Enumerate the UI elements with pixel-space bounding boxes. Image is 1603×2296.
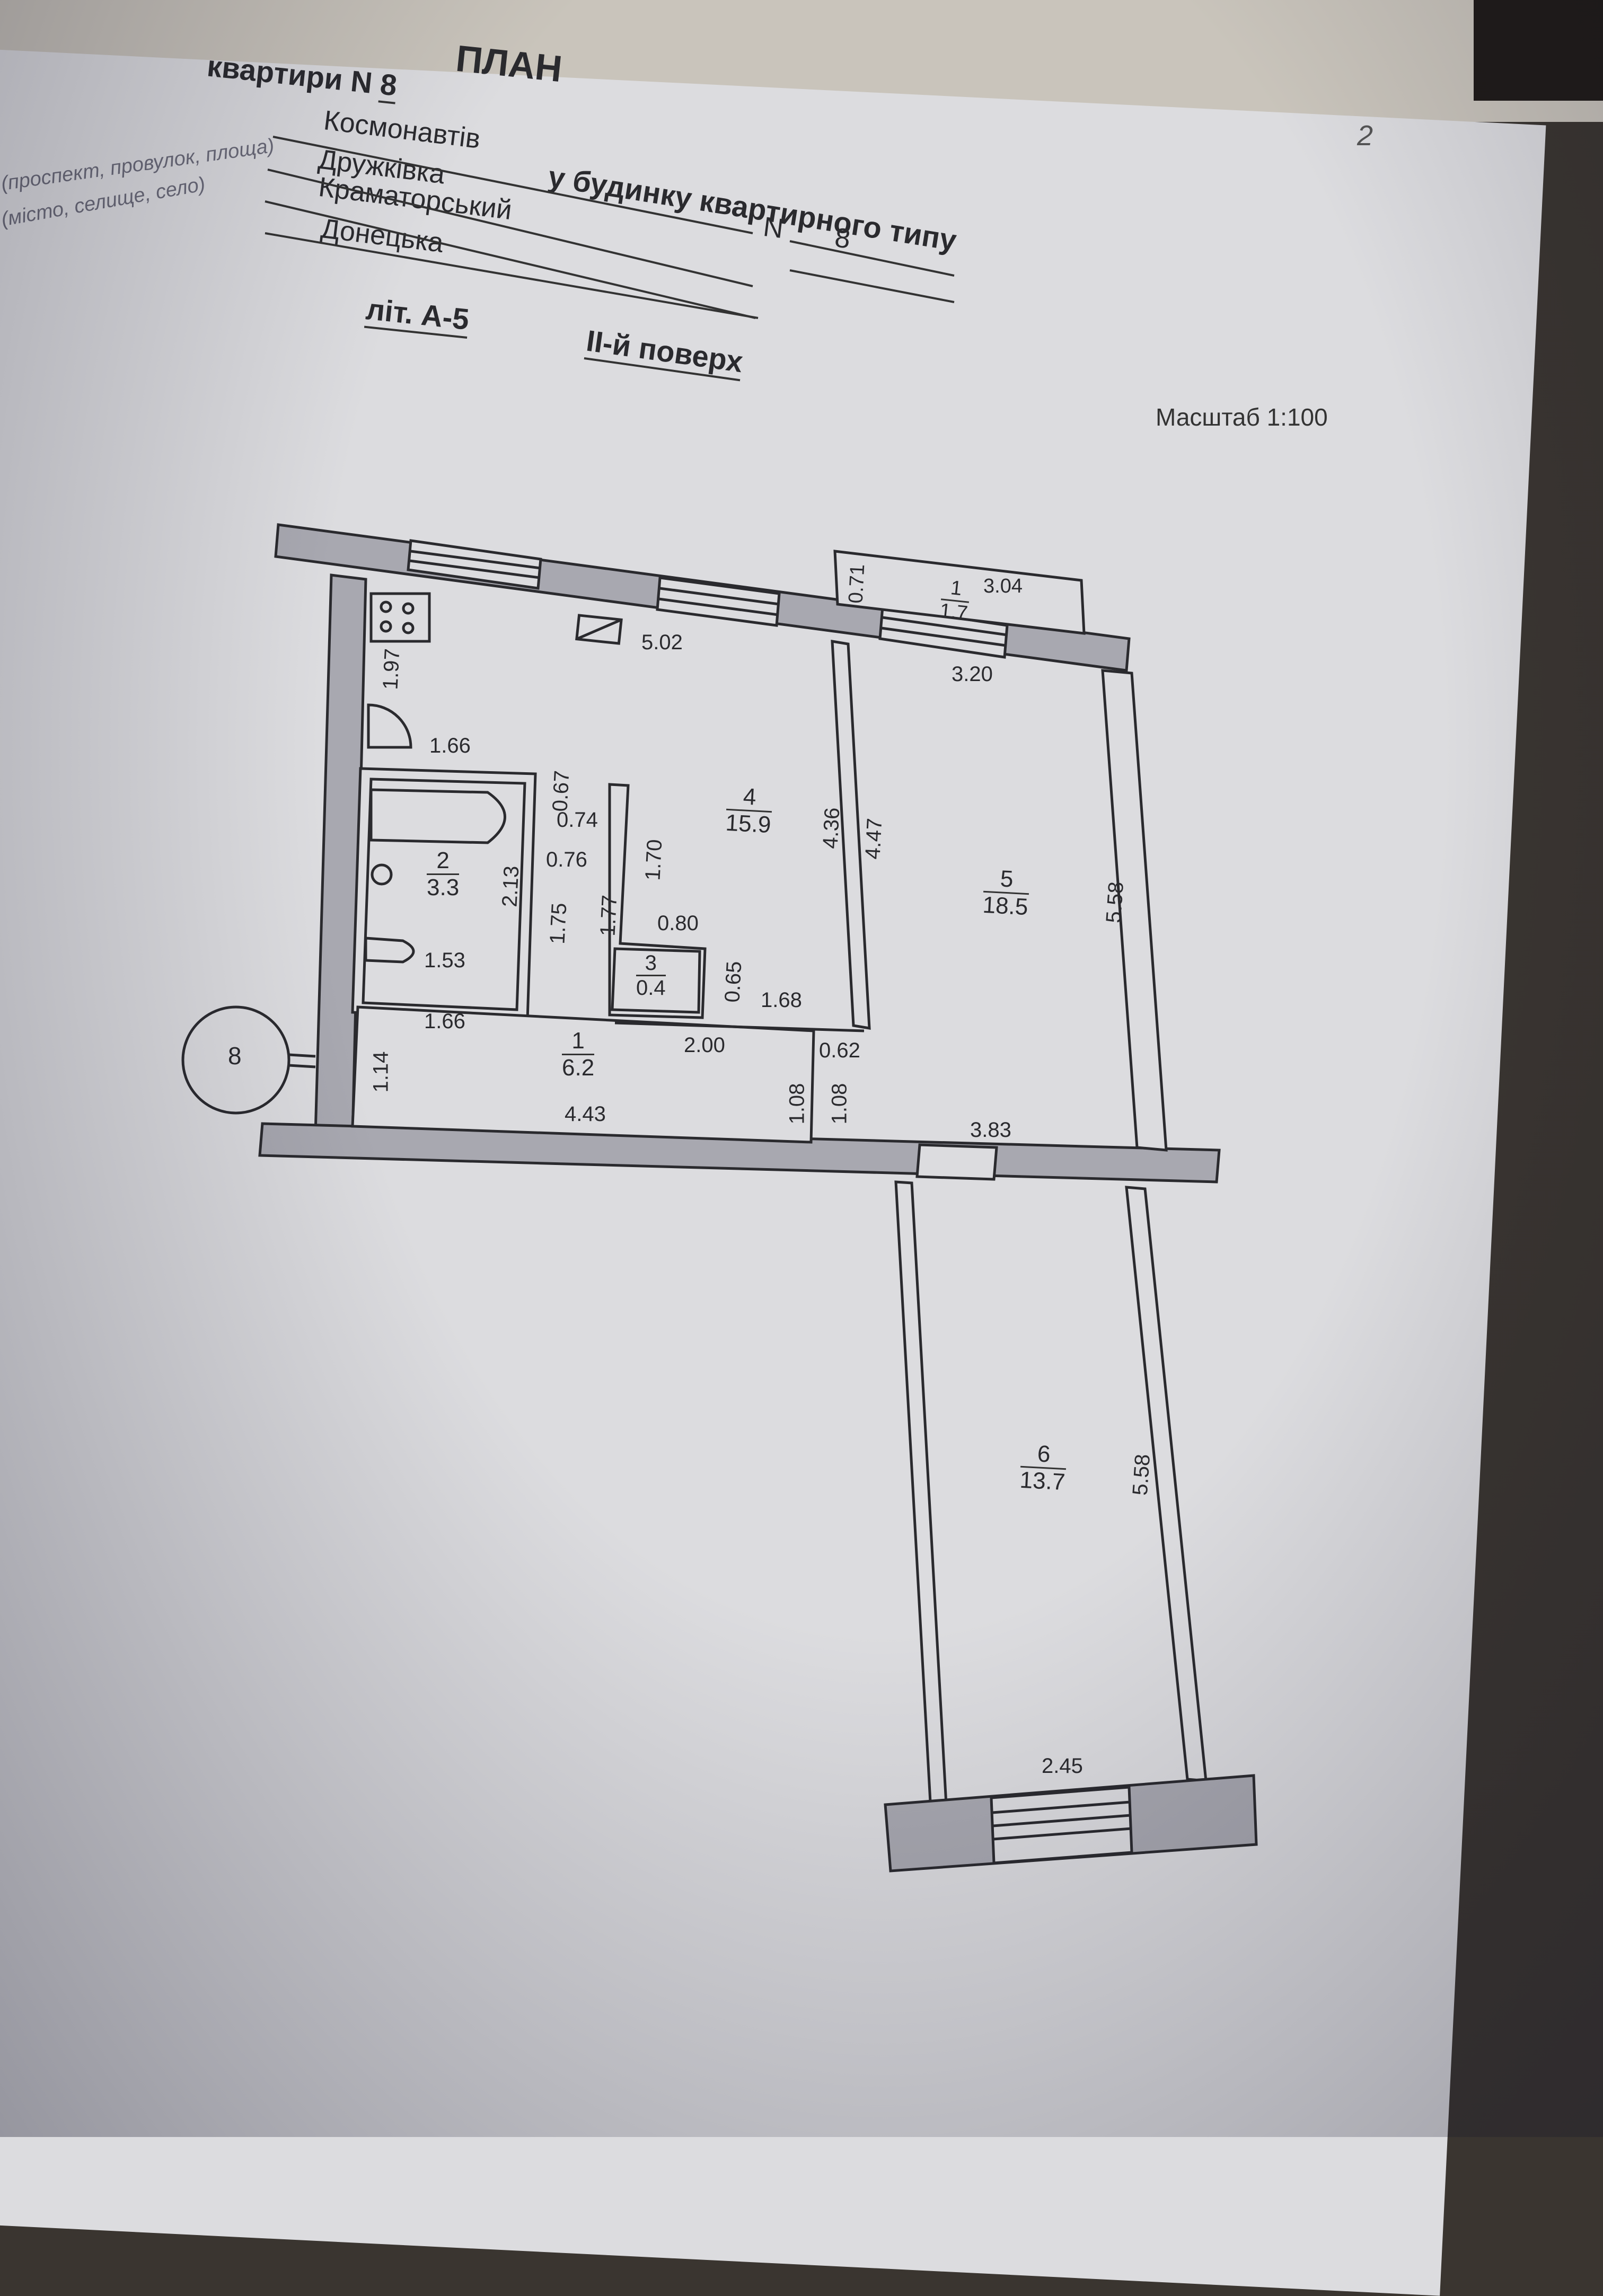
right-wall-upper [1101, 669, 1168, 1152]
window-bottom [990, 1786, 1133, 1865]
bathtub [369, 788, 506, 844]
dim-304: 3.04 [983, 575, 1023, 597]
room-5-label: 5 18.5 [982, 865, 1030, 921]
dim-383: 3.83 [970, 1118, 1011, 1142]
dim-443: 4.43 [565, 1102, 606, 1126]
balcony-area: 1.7 [938, 599, 969, 625]
dim-177: 1.77 [596, 894, 622, 937]
scale-label: Масштаб 1:100 [1156, 403, 1328, 431]
balcony-number: 1 [940, 576, 972, 603]
window-1 [407, 539, 542, 590]
room-1-area: 6.2 [562, 1055, 595, 1081]
dim-200: 2.00 [684, 1034, 725, 1057]
dim-067: 0.67 [548, 770, 574, 813]
dim-108b: 1.08 [827, 1083, 851, 1125]
address-underlines [0, 0, 1603, 2137]
sink [371, 863, 393, 886]
dim-502: 5.02 [641, 631, 683, 654]
room-1-number: 1 [562, 1028, 595, 1056]
stove [369, 592, 431, 643]
dim-062: 0.62 [819, 1039, 860, 1062]
room-6-label: 6 13.7 [1019, 1440, 1068, 1496]
dim-114: 1.14 [369, 1051, 393, 1093]
dim-170: 1.70 [641, 838, 667, 881]
dim-197: 1.97 [378, 648, 404, 691]
kitchen-sink [575, 614, 623, 645]
dim-076: 0.76 [546, 848, 587, 871]
dim-108a: 1.08 [785, 1083, 809, 1125]
room-5-area: 18.5 [982, 892, 1029, 921]
dim-558a: 5.58 [1102, 881, 1129, 924]
dim-074: 0.74 [557, 808, 598, 832]
closet-3 [611, 947, 701, 1014]
room-3-number: 3 [636, 951, 666, 976]
stair-marker-circle [181, 1005, 290, 1115]
dim-175: 1.75 [545, 902, 571, 945]
dim-558b: 5.58 [1128, 1453, 1155, 1496]
dim-166b: 1.66 [424, 1010, 465, 1033]
dim-447: 4.47 [861, 817, 887, 860]
dim-436: 4.36 [818, 807, 844, 850]
dim-245: 2.45 [1042, 1754, 1083, 1778]
stair-marker-label: 8 [228, 1042, 242, 1070]
room-1-label: 1 6.2 [562, 1028, 595, 1081]
room-3-area: 0.4 [636, 976, 666, 1000]
room-2-number: 2 [427, 847, 460, 876]
room-4-number: 4 [726, 783, 773, 813]
room-5-number: 5 [983, 865, 1030, 895]
window-2 [656, 576, 781, 627]
dim-153: 1.53 [424, 949, 465, 972]
balcony [833, 550, 1086, 635]
room-2-area: 3.3 [427, 875, 460, 901]
balcony-label: 1 1.7 [939, 576, 972, 625]
dim-168: 1.68 [761, 988, 802, 1012]
room-6-area: 13.7 [1019, 1467, 1066, 1496]
room-4-label: 4 15.9 [725, 783, 773, 838]
dim-080: 0.80 [657, 912, 699, 935]
room-4-area: 15.9 [725, 810, 772, 838]
toilet [364, 937, 415, 964]
background-dark-corner [1474, 0, 1603, 101]
dim-320: 3.20 [952, 663, 993, 686]
dim-071: 0.71 [844, 563, 869, 604]
hall [351, 1005, 815, 1144]
page-number: 2 [1357, 120, 1373, 152]
floor-plan [181, 523, 1258, 1873]
dim-166a: 1.66 [429, 734, 471, 757]
room-6-number: 6 [1020, 1440, 1068, 1470]
dim-065: 0.65 [720, 960, 746, 1003]
room-3-label: 3 0.4 [636, 951, 666, 1000]
door-arc [367, 703, 412, 749]
room6-left-wall [894, 1180, 948, 1806]
partition-4-5 [831, 640, 871, 1030]
room-2-label: 2 3.3 [427, 847, 460, 901]
door-middle [915, 1143, 998, 1181]
dim-213: 2.13 [498, 865, 524, 908]
